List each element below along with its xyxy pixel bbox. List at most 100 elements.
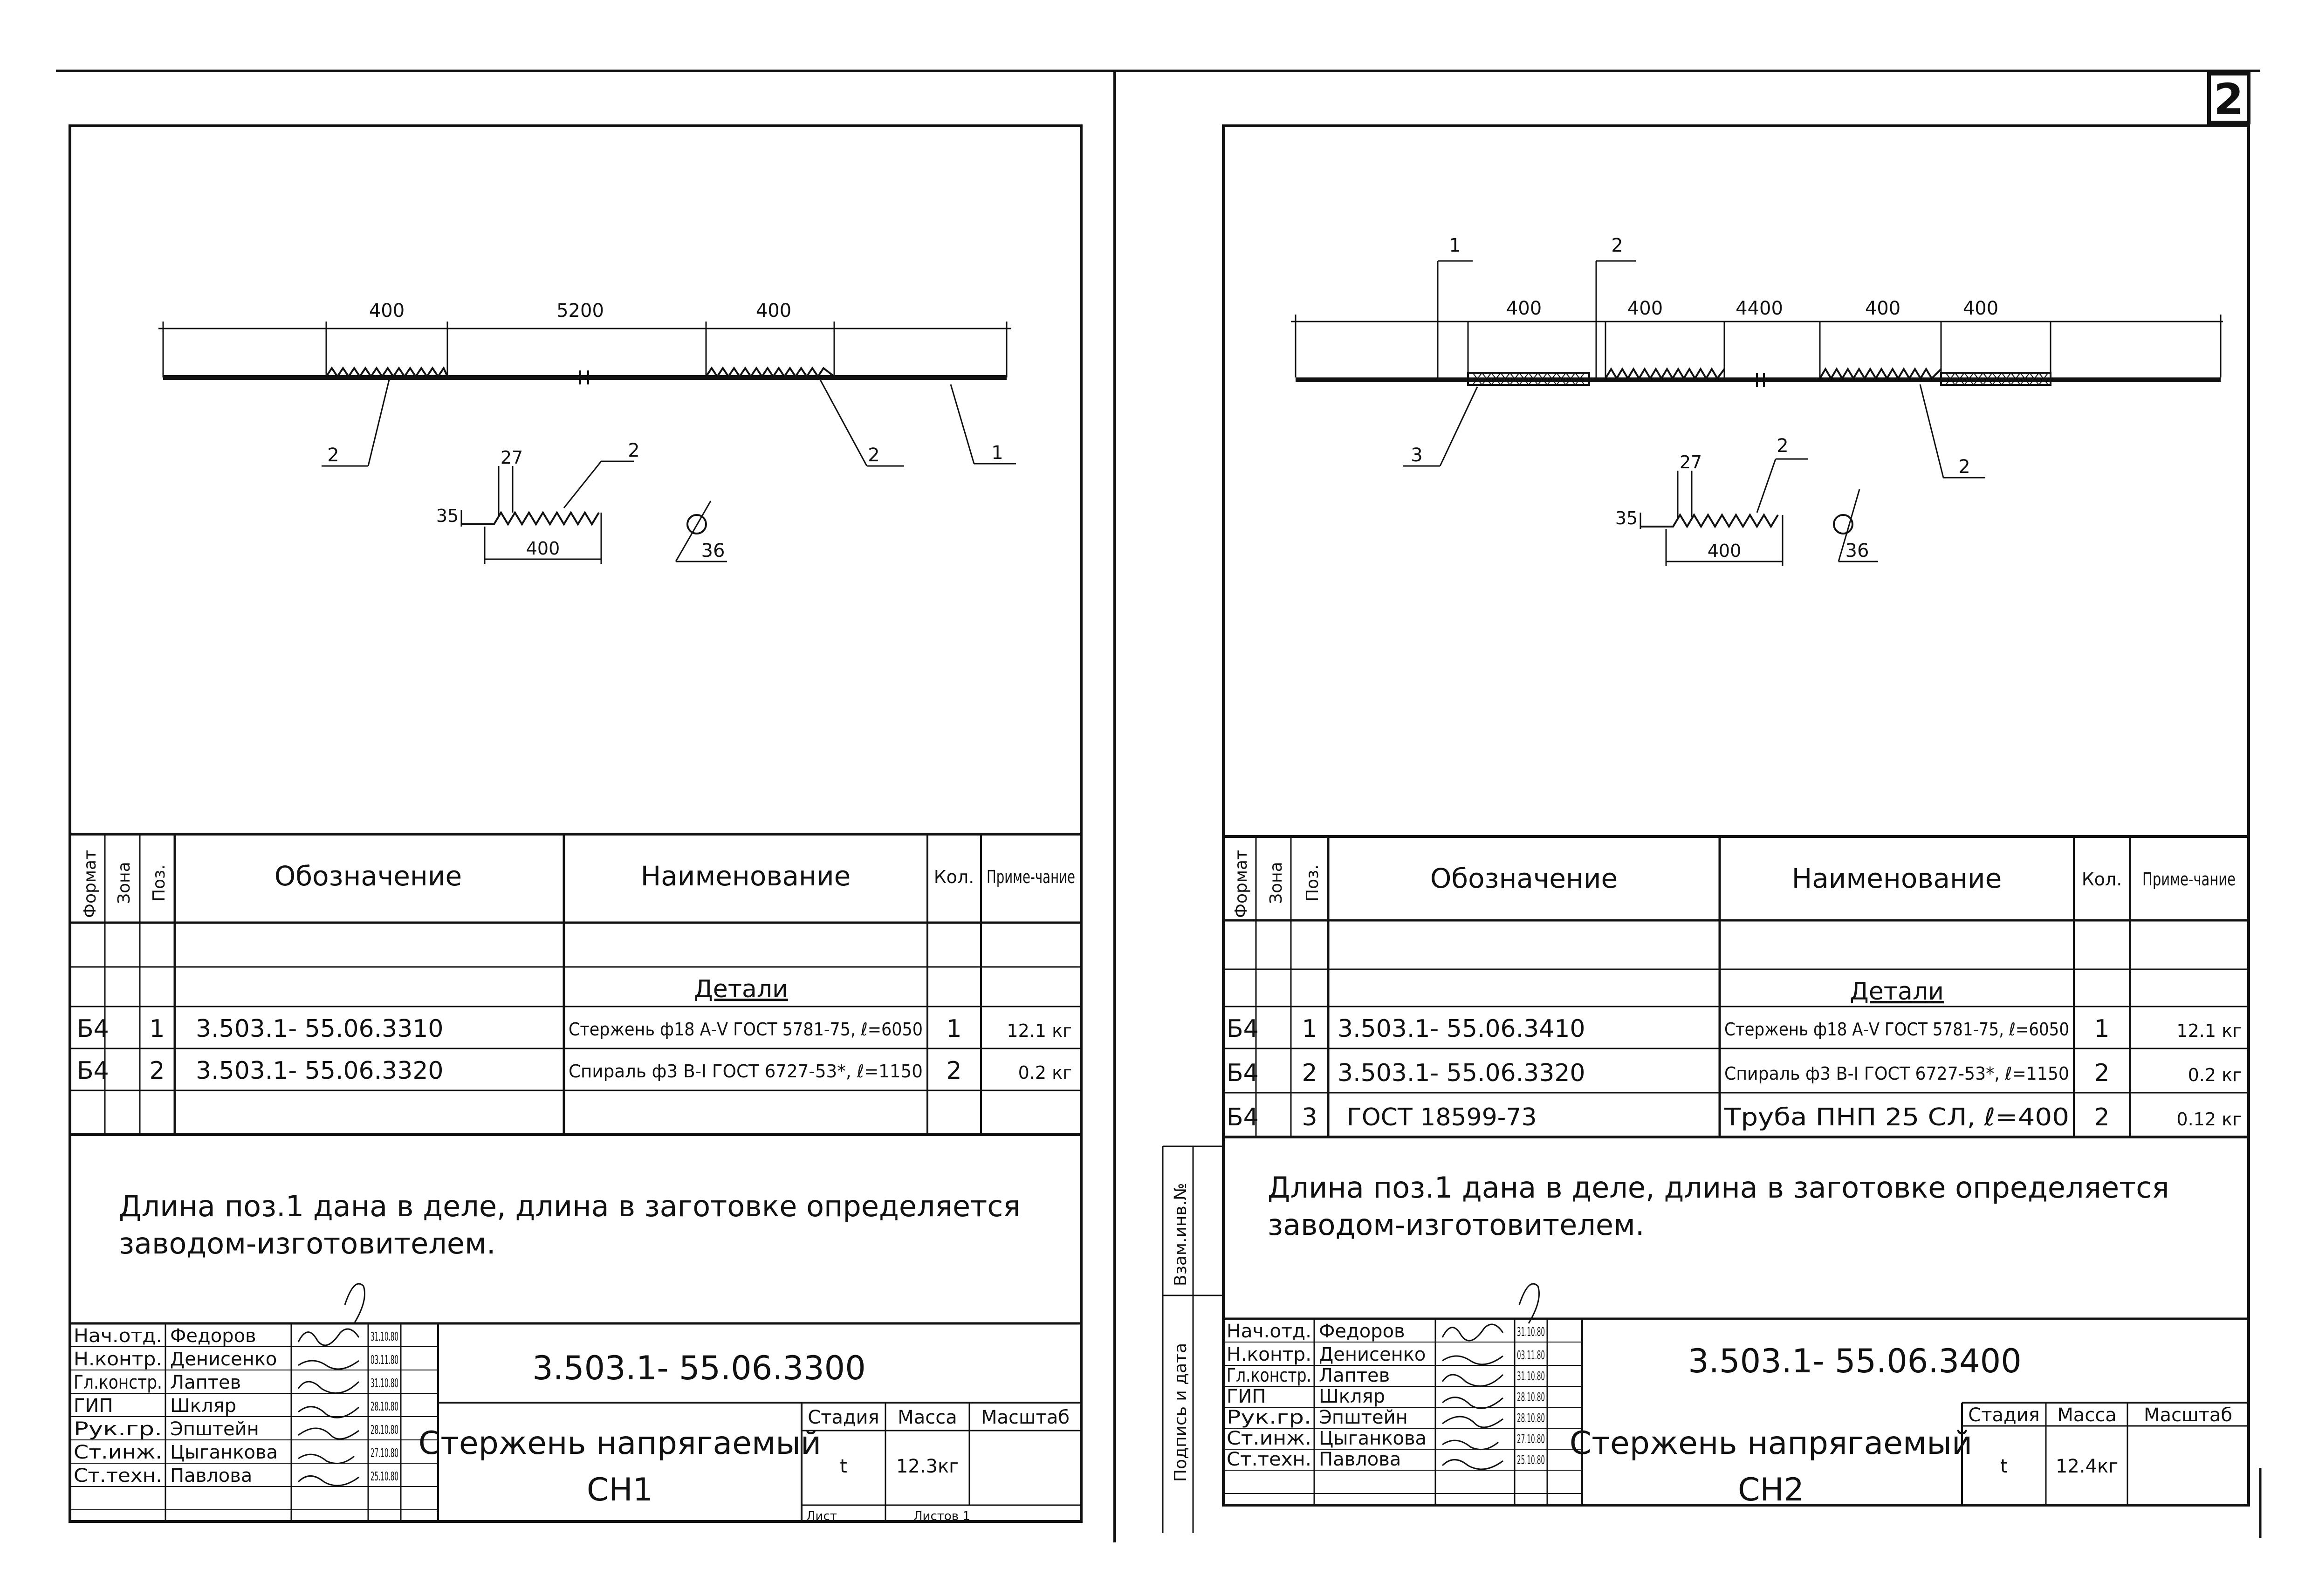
sheets-label: Листов 1	[913, 1509, 970, 1523]
scale-label: Масштаб	[2144, 1404, 2232, 1426]
svg-text:12.1 кг: 12.1 кг	[2176, 1021, 2242, 1041]
col-designation: Обозначение	[1430, 863, 1618, 894]
svg-text:Н.контр.: Н.контр.	[1227, 1344, 1311, 1365]
tb-row: Н.контр. Денисенко 03.11.80	[1227, 1344, 1545, 1365]
col-qty: Кол.	[934, 867, 974, 887]
svg-text:Эпштейн: Эпштейн	[170, 1418, 259, 1440]
svg-text:3.503.1- 55.06.3320: 3.503.1- 55.06.3320	[196, 1057, 444, 1085]
page-number-box: 2	[2207, 72, 2250, 124]
sheet-frame	[1222, 124, 2250, 1507]
svg-text:1: 1	[1302, 1015, 1317, 1043]
svg-text:Б4: Б4	[77, 1057, 109, 1085]
svg-text:Нач.отд.: Нач.отд.	[74, 1325, 162, 1347]
svg-text:ГИП: ГИП	[74, 1395, 113, 1417]
tb-row: Ст.техн. Павлова 25.10.80	[74, 1465, 398, 1486]
sheet-frame	[69, 124, 1083, 1523]
col-zone: Зона	[1267, 862, 1286, 904]
leader-label: 2	[1611, 235, 1623, 256]
svg-text:Рук.гр.: Рук.гр.	[1227, 1407, 1311, 1428]
detail-dim-w: 27	[501, 447, 523, 468]
svg-text:ГОСТ 18599-73: ГОСТ 18599-73	[1347, 1103, 1537, 1131]
note-line-1: Длина поз.1 дана в деле, длина в заготов…	[119, 1189, 1021, 1223]
stage-value: t	[2000, 1456, 2008, 1477]
section-title: Детали	[1850, 978, 1944, 1006]
detail-dim-len: 400	[1708, 541, 1742, 561]
svg-text:Б4: Б4	[1227, 1059, 1259, 1087]
svg-text:Ст.инж.: Ст.инж.	[74, 1442, 162, 1463]
svg-text:Лаптев: Лаптев	[170, 1372, 241, 1393]
title-block-grid	[1223, 1317, 2249, 1505]
tb-row: Нач.отд. Федоров 31.10.80	[74, 1325, 398, 1347]
section-title: Детали	[694, 975, 788, 1003]
col-name: Наименование	[1792, 863, 2002, 894]
spec-table-grid	[70, 833, 1081, 1136]
svg-text:31.10.80: 31.10.80	[1517, 1370, 1545, 1384]
svg-text:31.10.80: 31.10.80	[370, 1330, 398, 1344]
svg-text:3: 3	[1302, 1103, 1317, 1131]
signature-marks	[1441, 1283, 1540, 1470]
drawing-code: 3.503.1- 55.06.3300	[532, 1349, 865, 1387]
detail-dim-len: 400	[526, 538, 560, 559]
svg-text:Ст.техн.: Ст.техн.	[74, 1465, 162, 1486]
side-label-signature: Подпись и дата	[1171, 1343, 1190, 1482]
svg-text:27.10.80: 27.10.80	[370, 1446, 398, 1460]
signature-marks	[297, 1283, 365, 1486]
bar-drawing	[158, 322, 1016, 564]
col-zone: Зона	[115, 862, 134, 904]
spec-table-grid	[1223, 835, 2249, 1138]
svg-text:Павлова: Павлова	[1319, 1449, 1401, 1470]
dim-5200: 5200	[556, 300, 604, 322]
table-row: Б4 3 ГОСТ 18599-73 Труба ПНП 25 СЛ, ℓ=40…	[1227, 1103, 2242, 1131]
tb-row: Гл.констр. Лаптев 31.10.80	[74, 1372, 398, 1393]
svg-text:03.11.80: 03.11.80	[370, 1353, 398, 1367]
col-format: Формат	[81, 850, 100, 918]
leader-label: 2	[327, 445, 339, 466]
dim-4400: 4400	[1736, 298, 1783, 319]
col-format: Формат	[1232, 850, 1251, 918]
svg-text:Стержень ф18 А-V ГОСТ 5781-75,: Стержень ф18 А-V ГОСТ 5781-75, ℓ=6050	[569, 1019, 923, 1040]
leader-label: 1	[1449, 235, 1461, 256]
mass-value: 12.3кг	[896, 1456, 959, 1477]
svg-text:Спираль ф3 В-I ГОСТ 6727-53*,: Спираль ф3 В-I ГОСТ 6727-53*, ℓ=1150	[1724, 1063, 2069, 1084]
drawing-code: 3.503.1- 55.06.3400	[1688, 1342, 2021, 1380]
svg-text:3.503.1- 55.06.3410: 3.503.1- 55.06.3410	[1338, 1015, 1585, 1043]
stage-label: Стадия	[808, 1407, 879, 1428]
sheet-left: 400 5200 400 2 2 1 35 27 400 2 36 Формат…	[69, 124, 1083, 1523]
tb-row: ГИП Шкляр 28.10.80	[1227, 1386, 1545, 1407]
leader-label: 2	[1958, 456, 1970, 478]
svg-text:28.10.80: 28.10.80	[1517, 1411, 1545, 1425]
section-diameter: 36	[701, 540, 725, 562]
svg-text:ГИП: ГИП	[1227, 1386, 1266, 1407]
svg-text:Гл.констр.: Гл.констр.	[74, 1372, 162, 1393]
col-note: Приме-чание	[987, 867, 1075, 887]
svg-text:Б4: Б4	[1227, 1015, 1259, 1043]
svg-text:Н.контр.: Н.контр.	[74, 1349, 162, 1370]
svg-text:2: 2	[2094, 1103, 2109, 1131]
leader-label: 1	[991, 442, 1003, 464]
svg-text:Труба ПНП 25 СЛ, ℓ=400: Труба ПНП 25 СЛ, ℓ=400	[1724, 1103, 2069, 1131]
svg-text:Цыганкова: Цыганкова	[170, 1442, 278, 1463]
tb-row: Ст.инж. Цыганкова 27.10.80	[74, 1442, 398, 1463]
section-diameter: 36	[1845, 540, 1869, 562]
drawing-name: Стержень напрягаемый	[1570, 1425, 1972, 1462]
svg-text:2: 2	[2094, 1059, 2109, 1087]
svg-text:2: 2	[1302, 1059, 1317, 1087]
note-line-2: заводом-изготовителем.	[119, 1226, 496, 1260]
tb-row: Ст.техн. Павлова 25.10.80	[1227, 1449, 1545, 1470]
mass-label: Масса	[898, 1407, 957, 1428]
svg-text:Денисенко: Денисенко	[1319, 1344, 1426, 1365]
svg-text:3.503.1- 55.06.3320: 3.503.1- 55.06.3320	[1338, 1059, 1585, 1087]
svg-text:Ст.техн.: Ст.техн.	[1227, 1449, 1311, 1470]
mass-label: Масса	[2057, 1404, 2117, 1426]
svg-text:28.10.80: 28.10.80	[370, 1423, 398, 1437]
svg-text:27.10.80: 27.10.80	[1517, 1432, 1545, 1446]
detail-dim-w: 27	[1680, 452, 1702, 473]
svg-text:31.10.80: 31.10.80	[1517, 1325, 1545, 1339]
leader-label: 2	[868, 445, 879, 466]
svg-text:12.1 кг: 12.1 кг	[1007, 1021, 1072, 1041]
tb-row: Гл.констр. Лаптев 31.10.80	[1227, 1365, 1545, 1386]
note-line-2: заводом-изготовителем.	[1268, 1208, 1645, 1242]
svg-text:1: 1	[946, 1015, 961, 1043]
col-qty: Кол.	[2082, 869, 2122, 890]
